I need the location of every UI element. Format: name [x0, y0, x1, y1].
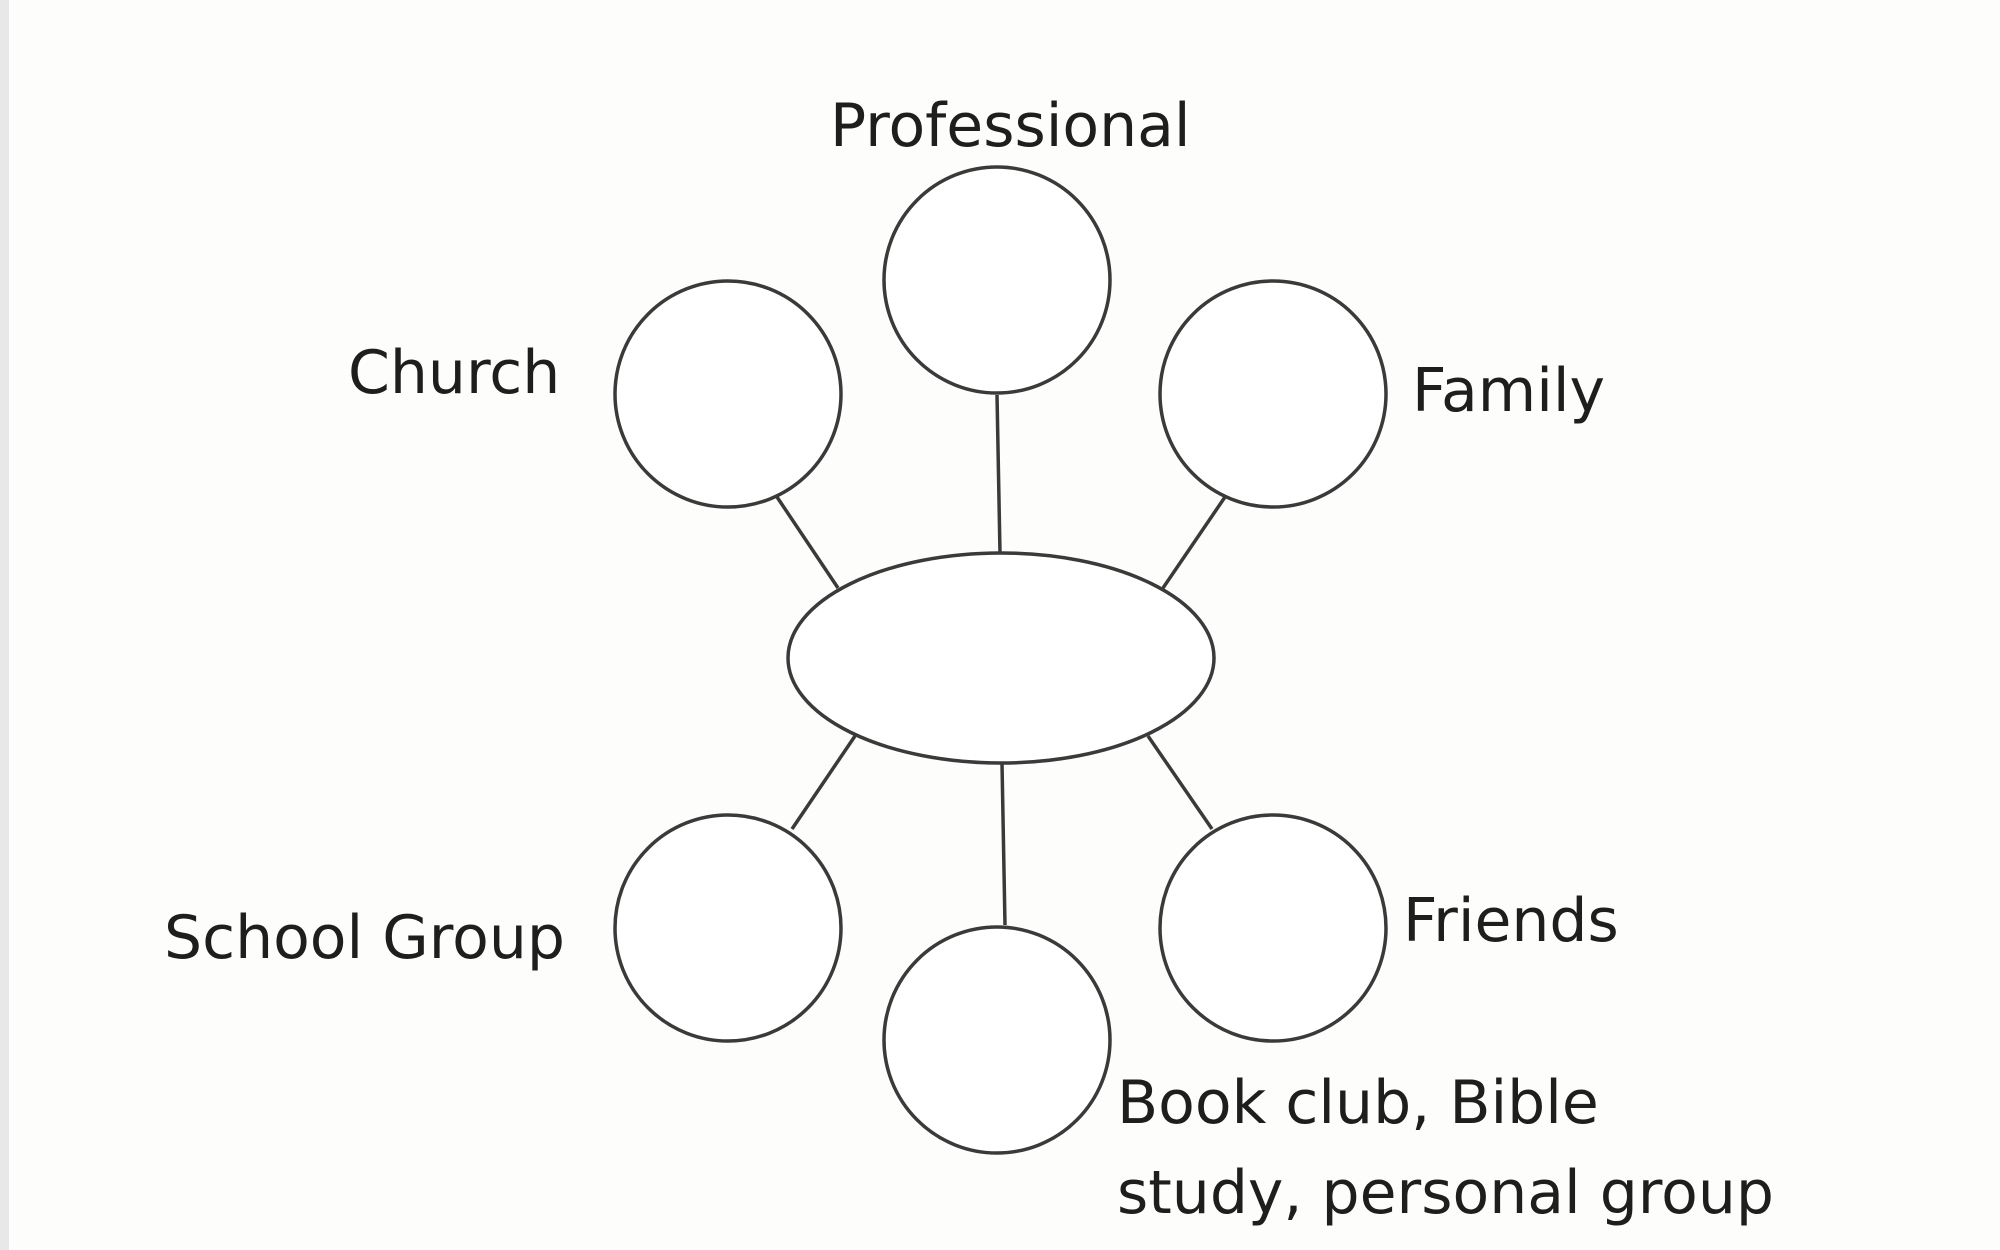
label-family: Family — [1412, 356, 1606, 426]
label-book-club: Book club, Bible study, personal group — [1117, 1058, 1817, 1238]
node-church — [613, 279, 843, 509]
label-book-club-line-2: study, personal group — [1117, 1158, 1774, 1228]
node-school — [613, 813, 843, 1043]
node-professional — [882, 165, 1112, 395]
connector-professional — [995, 394, 1002, 554]
connector-church — [775, 496, 840, 589]
label-school-group: School Group — [164, 903, 565, 973]
node-family — [1158, 279, 1388, 509]
connector-family — [1161, 496, 1227, 589]
node-friends — [1158, 813, 1388, 1043]
center-hub — [786, 551, 1216, 765]
label-friends: Friends — [1403, 886, 1619, 956]
page-edge — [0, 0, 9, 1250]
connector-school — [790, 735, 857, 830]
connector-book — [1000, 762, 1007, 926]
node-book — [882, 925, 1112, 1155]
connector-friends — [1146, 735, 1214, 830]
label-church: Church — [348, 338, 561, 408]
label-book-club-line-1: Book club, Bible — [1117, 1068, 1599, 1138]
label-professional: Professional — [830, 91, 1191, 161]
